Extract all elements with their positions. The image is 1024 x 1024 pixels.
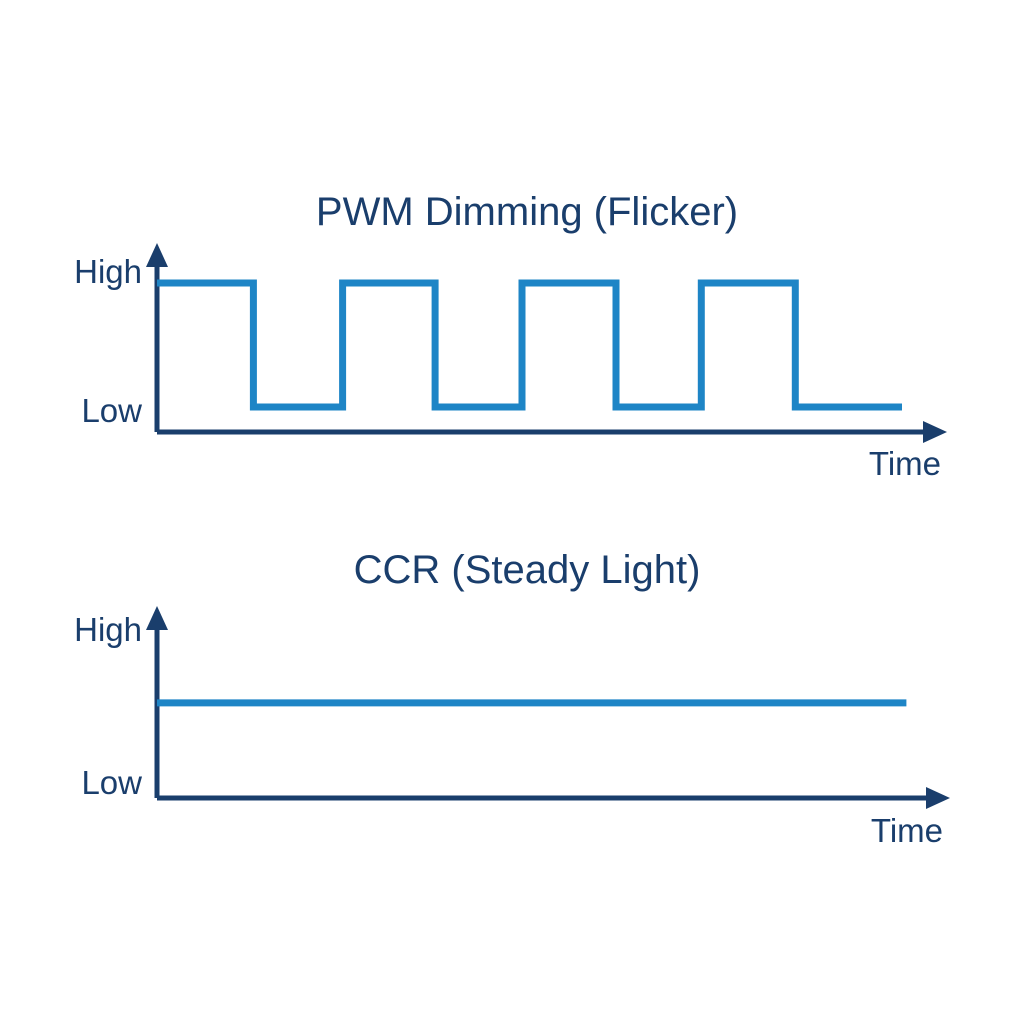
pwm-ytick-high: High [74,253,142,290]
ccr-ytick-high: High [74,611,142,648]
pwm-xaxis-label: Time [868,445,941,482]
ccr-y-axis-arrow-icon [146,606,168,630]
pwm-waveform [157,279,902,411]
pwm-x-axis-arrow-icon [923,421,947,443]
ccr-chart [146,606,950,809]
ccr-xaxis-label: Time [870,812,943,849]
pwm-y-axis-arrow-icon [146,243,168,267]
ccr-chart-title: CCR (Steady Light) [353,548,701,592]
pwm-chart [146,243,947,443]
ccr-x-axis-arrow-icon [926,787,950,809]
pwm-chart-title: PWM Dimming (Flicker) [315,190,739,234]
pwm-ytick-low: Low [81,392,142,429]
ccr-ytick-low: Low [81,764,142,801]
